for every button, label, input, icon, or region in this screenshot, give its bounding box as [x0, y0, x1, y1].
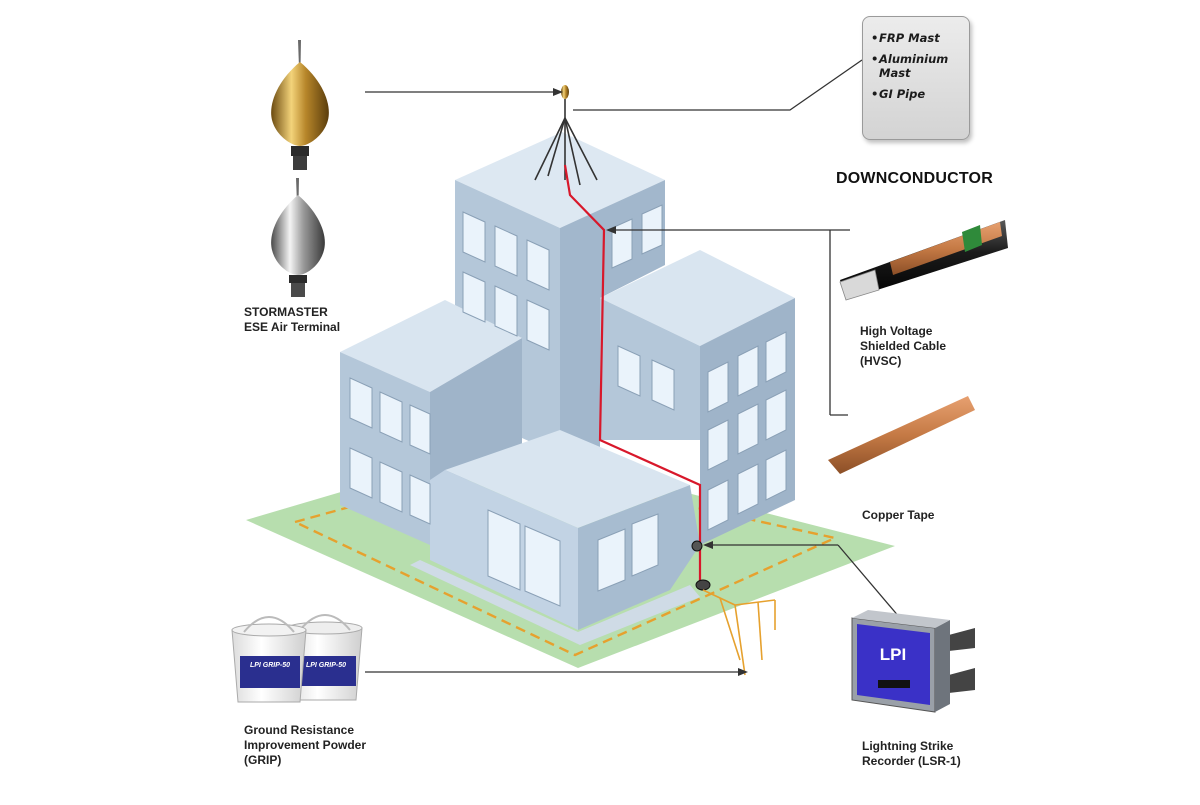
hvsc-cable-image — [839, 220, 1008, 301]
lightning-strike-recorder-image: LPI — [851, 610, 975, 713]
downconductor-heading: DOWNCONDUCTOR — [836, 170, 993, 187]
air-terminal-label: STORMASTER ESE Air Terminal — [244, 305, 340, 335]
roof-air-terminal-tip — [561, 85, 569, 99]
copper-tape-label-line: Copper Tape — [862, 508, 935, 522]
air-terminal-label-line: ESE Air Terminal — [244, 320, 341, 334]
mast-options-box: FRP Mast Aluminium Mast GI Pipe — [862, 16, 970, 140]
air-terminal-label-line: STORMASTER — [244, 305, 328, 319]
grip-label-line: Ground Resistance — [244, 723, 355, 737]
grip-label-line: (GRIP) — [244, 753, 282, 767]
lsr-label-line: Lightning Strike — [862, 739, 954, 753]
grip-bucket-right-label: LPI GRIP-50 — [306, 662, 346, 669]
mast-option: FRP Mast — [871, 31, 965, 45]
hvsc-label-line: High Voltage — [860, 324, 933, 338]
grip-bucket-left-label: LPI GRIP-50 — [250, 662, 290, 669]
leader-lines — [365, 59, 901, 673]
lsr-label-line: Recorder (LSR-1) — [862, 754, 961, 768]
copper-tape-image — [828, 396, 975, 474]
grip-label-line: Improvement Powder — [244, 738, 367, 752]
mast-option: Aluminium Mast — [871, 52, 965, 80]
downconductor-path — [563, 164, 702, 583]
hvsc-label-line: Shielded Cable — [860, 339, 947, 353]
lsr-label: Lightning Strike Recorder (LSR-1) — [862, 739, 961, 769]
mast-option: GI Pipe — [871, 87, 965, 101]
gold-air-terminal-image — [271, 40, 329, 170]
leader-arrowheads — [553, 88, 748, 676]
test-joint-pit — [695, 579, 711, 591]
mast-options-list: FRP Mast Aluminium Mast GI Pipe — [863, 17, 969, 101]
lsr-brand-label: LPI — [880, 645, 906, 664]
grip-label: Ground Resistance Improvement Powder (GR… — [244, 723, 366, 768]
hvsc-label: High Voltage Shielded Cable (HVSC) — [860, 324, 946, 369]
earth-rods — [702, 589, 776, 676]
building — [340, 132, 795, 645]
strike-counter-on-wall — [691, 540, 703, 552]
grip-buckets-image: LPI GRIP-50 LPI GRIP-50 — [231, 614, 363, 703]
earthing-loop — [291, 463, 839, 657]
copper-tape-label: Copper Tape — [862, 508, 934, 523]
hvsc-label-line: (HVSC) — [860, 354, 902, 368]
silver-air-terminal-image — [271, 178, 325, 297]
